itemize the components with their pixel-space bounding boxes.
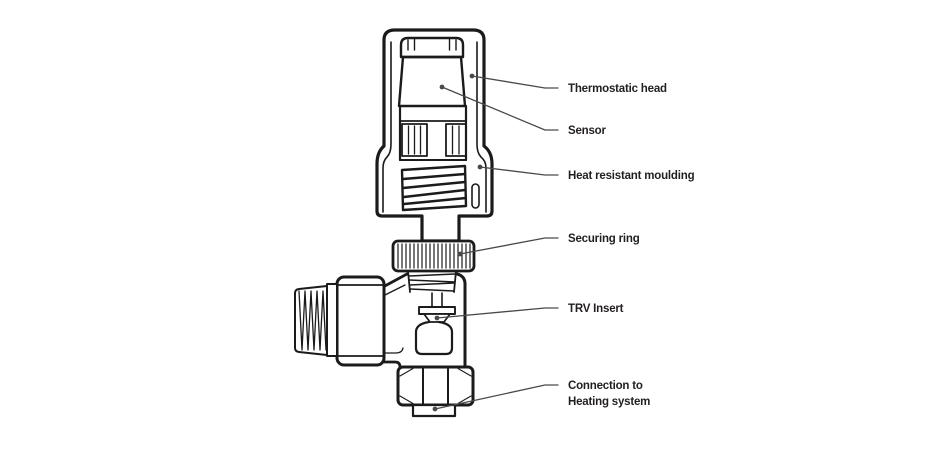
label-sensor: Sensor — [568, 125, 606, 137]
heat-resistant-moulding-ribs — [400, 164, 468, 212]
threaded-neck — [407, 270, 457, 293]
leader-sensor — [441, 86, 559, 131]
leader-connection — [434, 384, 559, 410]
label-connection-to-heating-system: Connection to Heating system — [568, 380, 651, 408]
leader-dots — [432, 73, 483, 412]
leader-dot-trv-insert — [434, 315, 440, 321]
union-nut — [335, 275, 386, 367]
shell-side-slot — [471, 183, 480, 209]
leader-dot-connection — [432, 406, 438, 412]
leader-dot-securing-ring — [457, 251, 463, 257]
threaded-tail — [294, 285, 328, 356]
securing-ring-drawing — [391, 239, 476, 273]
leader-heat-resistant-moulding — [479, 166, 559, 176]
leader-securing-ring — [459, 237, 559, 255]
leader-thermostatic-head — [471, 75, 559, 89]
leader-dot-heat-resistant-moulding — [477, 164, 483, 170]
leader-dot-sensor — [439, 84, 445, 90]
trv-insert-drawing — [414, 292, 456, 356]
head-top-cap — [399, 36, 465, 59]
valve-body — [381, 272, 467, 369]
label-heat-resistant-moulding: Heat resistant moulding — [568, 170, 695, 182]
tail-collar — [326, 283, 338, 357]
compression-nut — [396, 365, 475, 407]
label-thermostatic-head: Thermostatic head — [568, 83, 667, 95]
thermostatic-head-outline — [375, 28, 494, 243]
leader-trv-insert — [436, 307, 559, 319]
label-trv-insert: TRV Insert — [568, 303, 624, 315]
leader-lines — [434, 75, 559, 410]
vent-windows — [401, 123, 467, 157]
leader-dot-thermostatic-head — [469, 73, 475, 79]
label-securing-ring: Securing ring — [568, 233, 640, 245]
